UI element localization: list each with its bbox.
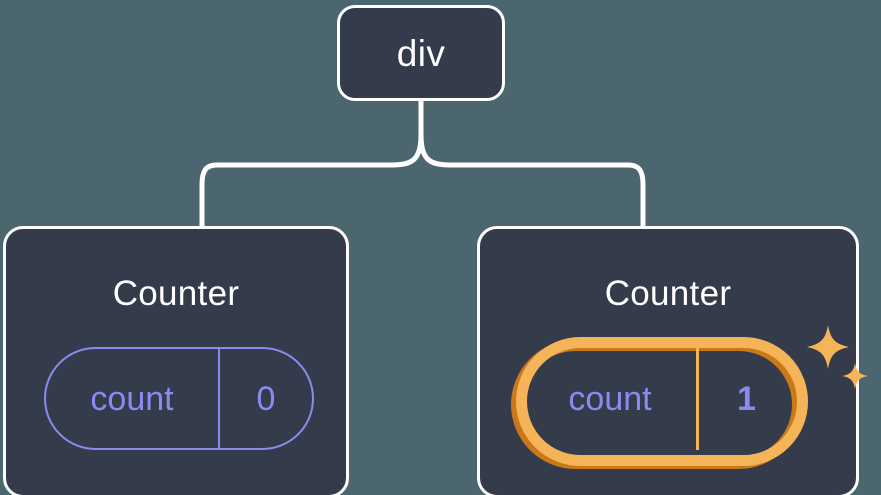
node-counter-right-label: Counter	[604, 274, 732, 313]
connector-to-right-child	[418, 132, 646, 231]
sparkles-group	[807, 325, 868, 389]
state-pill-right-body: count 1	[524, 347, 794, 450]
state-value-label: 0	[218, 349, 312, 448]
state-pill-left-body: count 0	[44, 347, 314, 450]
node-div[interactable]: div	[337, 5, 505, 101]
state-pill-left[interactable]: count 0	[44, 347, 314, 450]
state-value-label: 1	[696, 347, 794, 450]
connector-to-left-child	[199, 132, 424, 231]
node-counter-left[interactable]: Counter count 0	[3, 226, 349, 495]
node-counter-left-label: Counter	[112, 274, 240, 313]
state-key-label: count	[90, 379, 174, 418]
node-div-label: div	[396, 32, 446, 74]
state-key-label: count	[568, 379, 652, 418]
sparkle-small-icon	[842, 363, 868, 389]
state-pill-right[interactable]: count 1	[511, 325, 868, 469]
sparkle-large-icon	[807, 325, 849, 369]
node-counter-right[interactable]: Counter count 1	[477, 226, 868, 495]
